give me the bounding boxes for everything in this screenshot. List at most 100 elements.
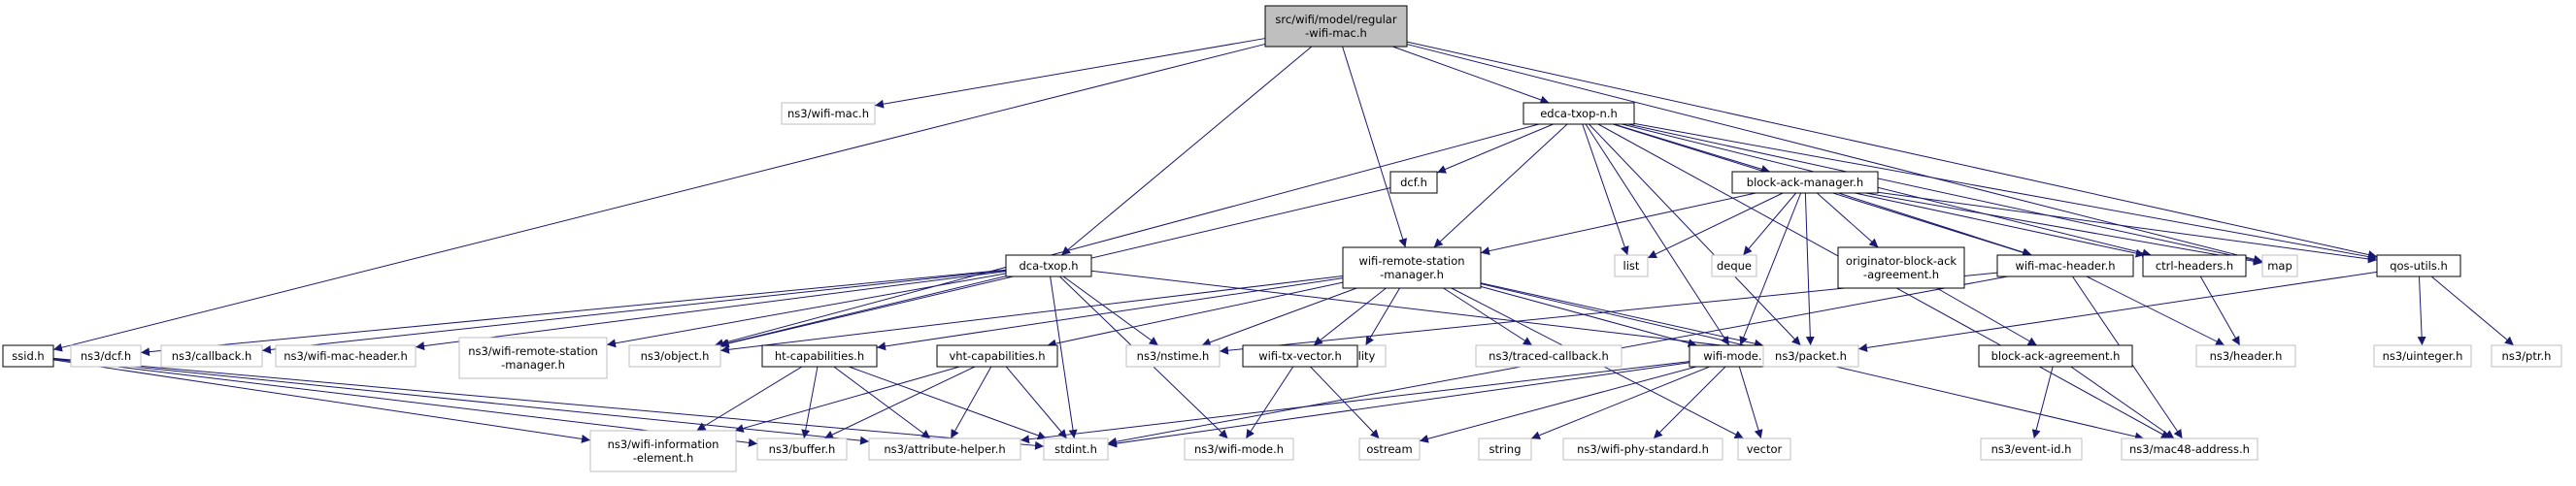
edge-root-to-map (1406, 44, 2263, 264)
node-label-ns3_wrsm: -manager.h (501, 358, 565, 372)
node-label-ns3_wps: ns3/wifi-phy-standard.h (1577, 442, 1709, 456)
edge-bam-to-ns3_packet (1804, 192, 1815, 346)
node-box-ns3_mac48 (2121, 437, 2258, 461)
edge-wtxv-to-ostream (1310, 366, 1380, 439)
node-box-wrsm (1342, 246, 1482, 289)
node-baa[interactable]: block-ack-agreement.h (1978, 344, 2133, 368)
node-label-deque: deque (1717, 259, 1752, 273)
node-obaa[interactable]: originator-block-ack-agreement.h (1837, 246, 1965, 289)
node-label-ns3_mac48: ns3/mac48-address.h (2129, 442, 2250, 456)
edge-wmh-to-ns3_header (2086, 275, 2225, 346)
edge-ctrl-to-ns3_header (2199, 275, 2241, 346)
edge-bam-to-wmh (1838, 192, 2032, 257)
edge-edca-to-qos (1633, 122, 2378, 262)
node-dca[interactable]: dca-txop.h (1005, 254, 1092, 277)
node-ctrl[interactable]: ctrl-headers.h (2142, 254, 2247, 277)
node-vhtcap[interactable]: vht-capabilities.h (936, 344, 1058, 368)
node-map: map (2261, 254, 2298, 277)
edge-bam-to-wmode (1739, 192, 1802, 346)
node-label-ns3_traced: ns3/traced-callback.h (1489, 349, 1609, 363)
edge-wrsm-to-htcap (876, 277, 1344, 351)
node-label-wmh: wifi-mac-header.h (2015, 259, 2115, 273)
node-bam[interactable]: block-ack-manager.h (1731, 171, 1879, 194)
node-ns3_wie: ns3/wifi-information-element.h (589, 430, 737, 472)
node-box-ns3_object (628, 344, 721, 368)
node-label-vhtcap: vht-capabilities.h (949, 349, 1045, 363)
edge-htcap-to-stdint (849, 366, 1047, 440)
node-box-ns3_dcf (70, 344, 142, 368)
node-label-obaa: -agreement.h (1863, 268, 1939, 281)
edge-baa-to-ns3_event (2031, 366, 2054, 439)
node-box-dca (1005, 254, 1092, 277)
node-ns3_uinteger: ns3/uinteger.h (2373, 344, 2472, 368)
edge-wrsm-to-vhtcap (1047, 281, 1344, 348)
node-box-ns3_nstime (1125, 344, 1221, 368)
node-wmh[interactable]: wifi-mac-header.h (1996, 254, 2134, 277)
node-root[interactable]: src/wifi/model/regular-wifi-mac.h (1264, 5, 1408, 48)
node-box-ns3_wie (589, 430, 737, 472)
edge-ssid-to-ns3_wie (52, 359, 591, 443)
edge-htcap-to-ns3_attr (833, 366, 931, 439)
node-ssid[interactable]: ssid.h (2, 344, 54, 368)
edge-bam-to-wrsm (1480, 192, 1756, 256)
edge-dca-to-ns3_object (719, 275, 1007, 348)
edge-bam-to-qos (1877, 191, 2378, 264)
node-label-obaa: originator-block-ack (1846, 254, 1957, 268)
node-label-ns3_uinteger: ns3/uinteger.h (2383, 349, 2463, 363)
node-wmode[interactable]: wifi-mode.h (1689, 344, 1784, 368)
edge-edca-to-bam (1613, 123, 1771, 174)
node-htcap[interactable]: ht-capabilities.h (761, 344, 878, 368)
node-label-ns3_buffer: ns3/buffer.h (769, 442, 836, 456)
node-box-wmh (1996, 254, 2134, 277)
node-ns3_wps: ns3/wifi-phy-standard.h (1562, 437, 1723, 461)
edge-wrsm-to-ns3_traced (1443, 287, 1533, 346)
edge-dca-to-ns3_wmh (415, 271, 1007, 351)
node-label-ctrl: ctrl-headers.h (2156, 259, 2233, 273)
node-box-ns3_callback (160, 344, 263, 368)
node-wtxv[interactable]: wifi-tx-vector.h (1242, 344, 1358, 368)
node-dcf[interactable]: dcf.h (1389, 171, 1438, 194)
node-box-qos (2376, 254, 2461, 277)
edge-root-to-dca (1060, 46, 1313, 256)
node-label-baa: block-ack-agreement.h (1991, 349, 2121, 363)
node-box-dcf (1389, 171, 1438, 194)
edge-vhtcap-to-ns3_wie (734, 366, 960, 433)
node-qos[interactable]: qos-utils.h (2376, 254, 2461, 277)
edge-dca-to-ns3_wrsm (606, 273, 1007, 348)
edge-wmode-to-ns3_attr (1020, 361, 1690, 444)
edge-root-to-edca (1392, 46, 1550, 105)
node-label-ns3_ptr: ns3/ptr.h (2502, 349, 2552, 363)
edge-vhtcap-to-stdint (1005, 366, 1068, 439)
node-box-bam (1731, 171, 1879, 194)
node-box-ns3_ptr (2491, 344, 2562, 368)
node-box-ssid (2, 344, 54, 368)
node-box-baa (1978, 344, 2133, 368)
node-ns3_callback: ns3/callback.h (160, 344, 263, 368)
node-wrsm[interactable]: wifi-remote-station-manager.h (1342, 246, 1482, 289)
node-label-wtxv: wifi-tx-vector.h (1258, 349, 1342, 363)
node-label-stdint: stdint.h (1054, 442, 1097, 456)
node-box-string (1478, 437, 1532, 461)
node-edca[interactable]: edca-txop-n.h (1522, 102, 1635, 125)
edge-bam-to-obaa (1817, 192, 1879, 248)
edge-vhtcap-to-ns3_buffer (823, 366, 976, 439)
edge-wrsm-to-ns3_nstime (1201, 287, 1357, 347)
edge-wmode-to-ostream (1419, 366, 1697, 443)
node-label-ns3_wifi_mac: ns3/wifi-mac.h (787, 107, 869, 120)
edge-edca-to-wmode (1585, 123, 1730, 346)
node-box-list (1614, 254, 1649, 277)
edge-root-to-wrsm (1342, 46, 1408, 248)
node-box-vector (1737, 437, 1791, 461)
node-ns3_wifi_mac: ns3/wifi-mac.h (781, 102, 876, 125)
edge-dca-to-ns3_dcf (140, 269, 1007, 357)
node-box-ns3_wifi_mode (1184, 437, 1294, 461)
node-label-list: list (1623, 259, 1640, 273)
node-box-ns3_wrsm (458, 337, 608, 379)
edge-baa-to-ns3_mac48 (2070, 366, 2175, 439)
node-ostream: ostream (1358, 437, 1421, 461)
node-box-root (1264, 5, 1408, 48)
node-box-ns3_header (2195, 344, 2296, 368)
node-stdint: stdint.h (1043, 437, 1109, 461)
node-box-ns3_attr (868, 437, 1021, 461)
